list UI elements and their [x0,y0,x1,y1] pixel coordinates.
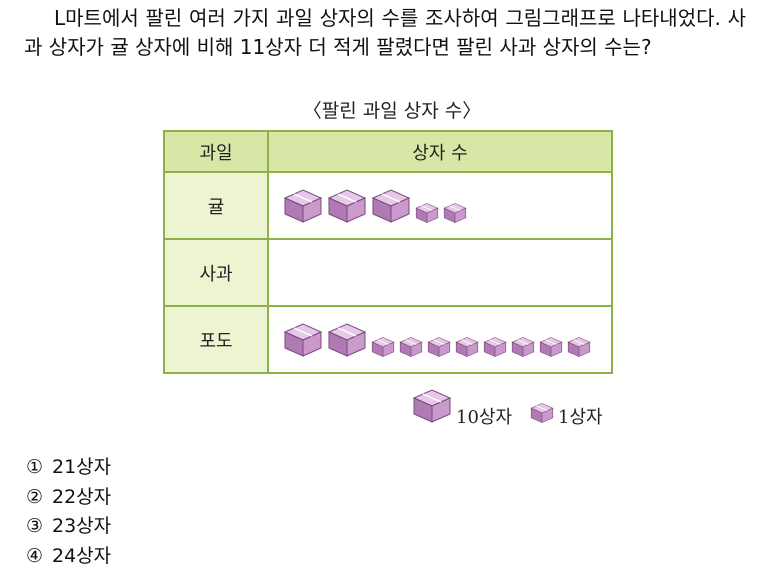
small-box-icon [427,336,451,357]
small-box-icon [455,336,479,357]
small-box-icon [371,336,395,357]
large-box-icon [412,389,452,423]
header-fruit: 과일 [163,130,269,173]
small-box-icon [567,336,591,357]
large-box-icon [371,188,411,223]
table-row: 귤 [163,171,613,240]
small-box-icon [399,336,423,357]
question-text: L마트에서 팔린 여러 가지 과일 상자의 수를 조사하여 그림그래프로 나타내… [24,6,746,59]
table-row: 사과 [163,238,613,307]
box-icons-row [269,188,611,224]
chart-title: 〈팔린 과일 상자 수〉 [302,100,482,122]
small-box-icon [530,403,554,424]
legend: 10상자 1상자 [412,388,621,429]
small-box-icon [530,402,554,429]
large-box-icon [327,188,367,223]
large-box-icon [283,188,323,223]
small-box-icon [539,336,563,357]
small-box-icon [483,336,507,357]
box-icons-row [269,322,611,358]
small-box-icon [415,202,439,223]
large-box-icon [327,322,367,357]
fruit-label: 사과 [163,238,269,307]
fruit-label: 귤 [163,171,269,240]
small-box-icon [443,202,467,223]
small-box-icon [511,336,535,357]
legend-item-ten: 10상자 [412,388,512,429]
table-row: 포도 [163,305,613,374]
legend-item-one: 1상자 [530,402,603,429]
header-box-count: 상자 수 [267,130,613,173]
large-box-icon [283,322,323,357]
large-box-icon [412,388,452,429]
picture-graph-table: 과일 상자 수 귤 사과 포도 [163,130,613,374]
legend-label-one: 1상자 [558,407,603,428]
legend-label-ten: 10상자 [456,407,513,428]
fruit-label: 포도 [163,305,269,374]
